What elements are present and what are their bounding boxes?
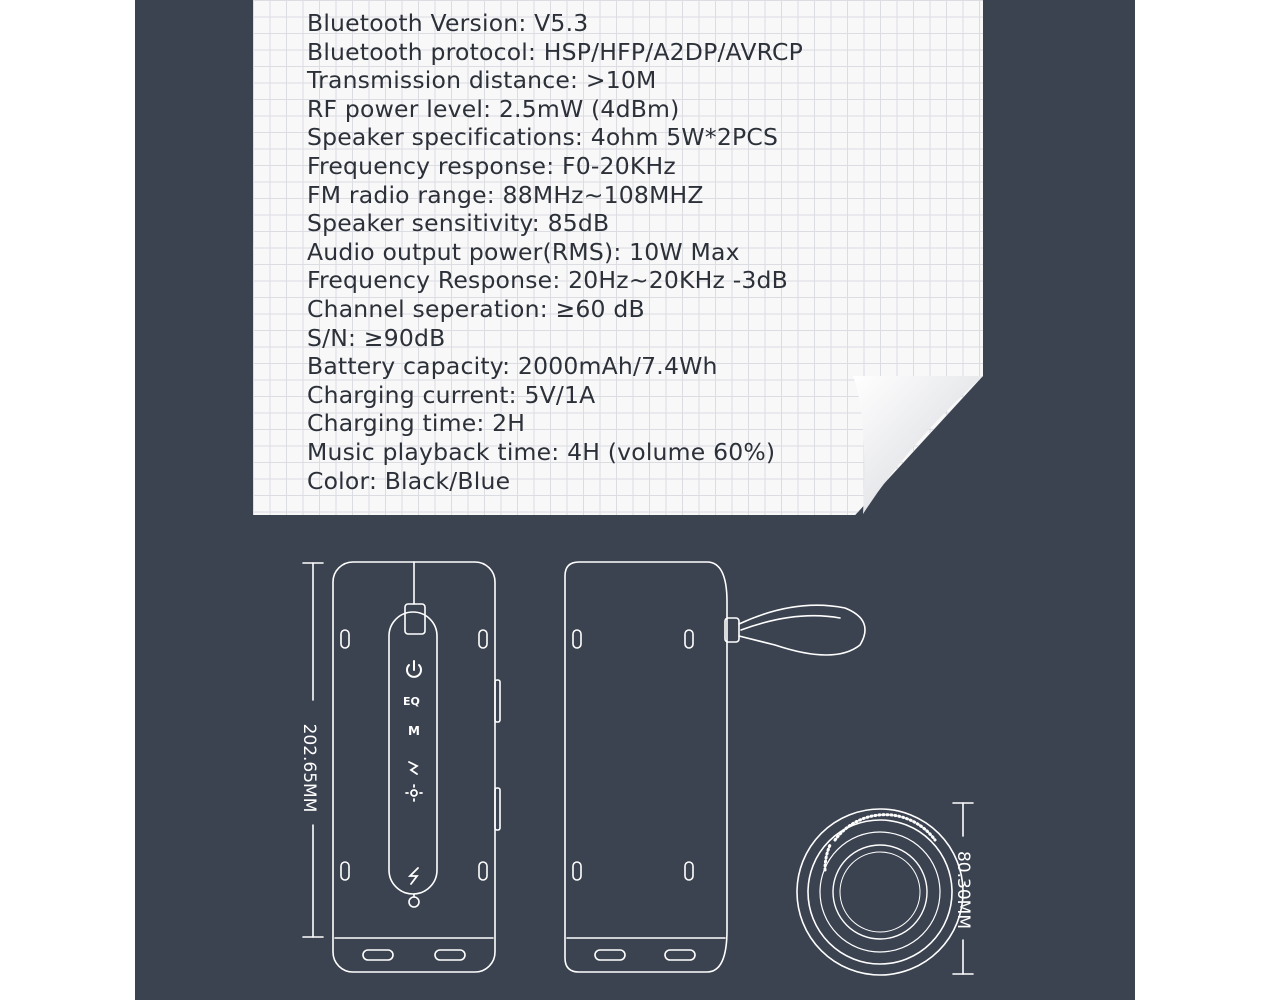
mode-button-label: M bbox=[408, 724, 420, 738]
diameter-dimension-label: 80.30MM bbox=[953, 850, 973, 929]
spec-paper-sheet bbox=[253, 0, 983, 515]
spec-item: Frequency response: F0-20KHz bbox=[307, 151, 676, 180]
speaker-line-drawing bbox=[302, 561, 974, 976]
spec-item: Frequency Response: 20Hz~20KHz -3dB bbox=[307, 266, 788, 295]
spec-item: Charging time: 2H bbox=[307, 409, 526, 438]
spec-item: Music playback time: 4H (volume 60%) bbox=[307, 437, 776, 466]
speaker-top-view bbox=[796, 808, 964, 976]
eq-button-label: EQ bbox=[403, 695, 420, 708]
spec-item: Speaker specifications: 4ohm 5W*2PCS bbox=[307, 123, 779, 152]
paper-curl-corner bbox=[853, 376, 983, 514]
height-dimension-line bbox=[302, 562, 324, 938]
product-spec-panel: Bluetooth Version: V5.3 Bluetooth protoc… bbox=[135, 0, 1135, 1000]
spec-item: RF power level: 2.5mW (4dBm) bbox=[307, 94, 680, 123]
spec-item: Transmission distance: >10M bbox=[307, 66, 657, 95]
spec-item: S/N: ≥90dB bbox=[307, 323, 446, 352]
spec-item: Channel seperation: ≥60 dB bbox=[307, 294, 645, 323]
speaker-side-view bbox=[564, 561, 866, 973]
diameter-dimension-line bbox=[952, 802, 974, 975]
height-dimension-label: 202.65MM bbox=[299, 723, 319, 813]
spec-item: Audio output power(RMS): 10W Max bbox=[307, 237, 740, 266]
spec-item: FM radio range: 88MHz~108MHZ bbox=[307, 180, 704, 209]
speaker-front-view bbox=[332, 561, 501, 973]
specification-list: Bluetooth Version: V5.3 Bluetooth protoc… bbox=[307, 9, 803, 495]
spec-item: Bluetooth Version: V5.3 bbox=[307, 9, 589, 37]
spec-item: Bluetooth protocol: HSP/HFP/A2DP/AVRCP bbox=[307, 37, 803, 66]
spec-item: Speaker sensitivity: 85dB bbox=[307, 209, 610, 238]
spec-item: Color: Black/Blue bbox=[307, 466, 511, 495]
spec-item: Charging current: 5V/1A bbox=[307, 380, 596, 409]
spec-item: Battery capacity: 2000mAh/7.4Wh bbox=[307, 352, 718, 381]
